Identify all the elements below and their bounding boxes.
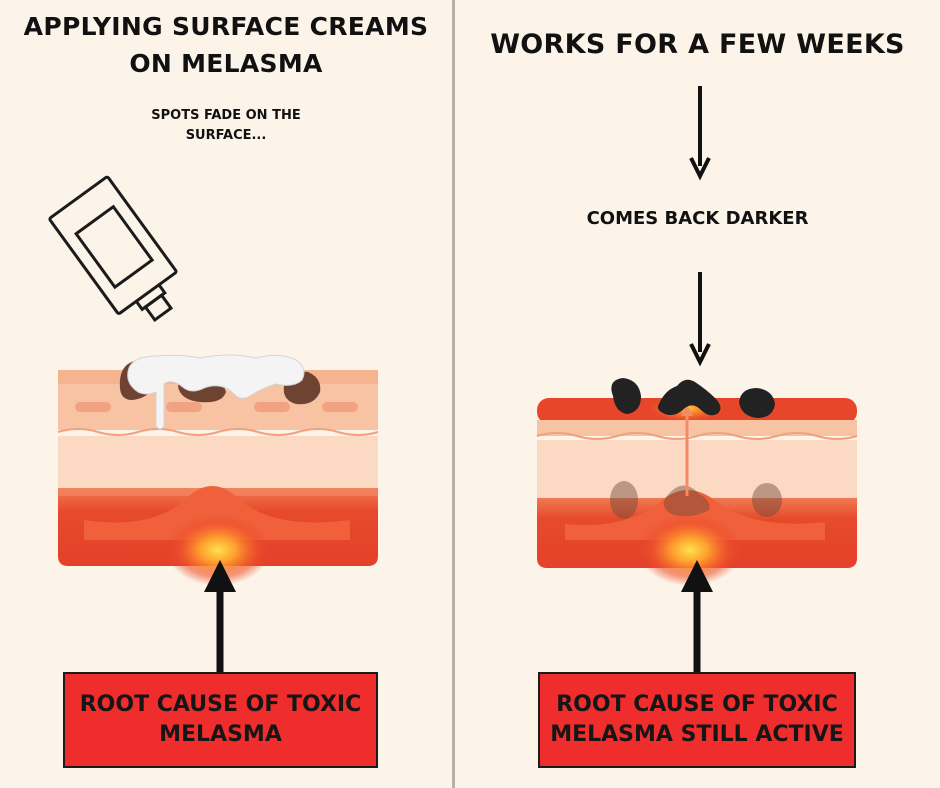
up-arrow-icon: [204, 560, 236, 672]
skin-dermis: [537, 440, 857, 498]
deep-spots: [610, 481, 782, 519]
skin-dermis: [58, 436, 378, 488]
left-skin-diagram: [48, 175, 379, 672]
left-title: APPLYING SURFACE CREAMS ON MELASMA: [23, 12, 429, 78]
right-panel: WORKS FOR A FEW WEEKS COMES BACK DARKER: [455, 0, 940, 788]
skin-epidermis: [537, 420, 857, 436]
root-cause-box: ROOT CAUSE OF TOXIC MELASMA: [63, 672, 378, 768]
root-cause-box: ROOT CAUSE OF TOXIC MELASMA STILL ACTIVE: [538, 672, 856, 768]
comes-back-text: COMES BACK DARKER: [586, 208, 809, 229]
hot-spot: [638, 514, 742, 586]
cream-blob: [127, 354, 305, 430]
left-panel: APPLYING SURFACE CREAMS ON MELASMA SPOTS…: [0, 0, 452, 788]
up-arrow-icon: [681, 560, 713, 672]
dark-melasma-spots: [611, 378, 775, 418]
right-skin-diagram: [536, 86, 858, 672]
panel-divider: [452, 0, 455, 788]
down-arrow-icon: [689, 86, 711, 181]
down-arrow-icon-2: [689, 272, 711, 367]
hot-spot: [166, 514, 270, 586]
left-subtitle: SPOTS FADE ON THE SURFACE...: [151, 108, 301, 143]
skin-cells: [75, 402, 358, 412]
cream-tube-icon: [48, 175, 178, 323]
right-title: WORKS FOR A FEW WEEKS: [490, 29, 905, 60]
